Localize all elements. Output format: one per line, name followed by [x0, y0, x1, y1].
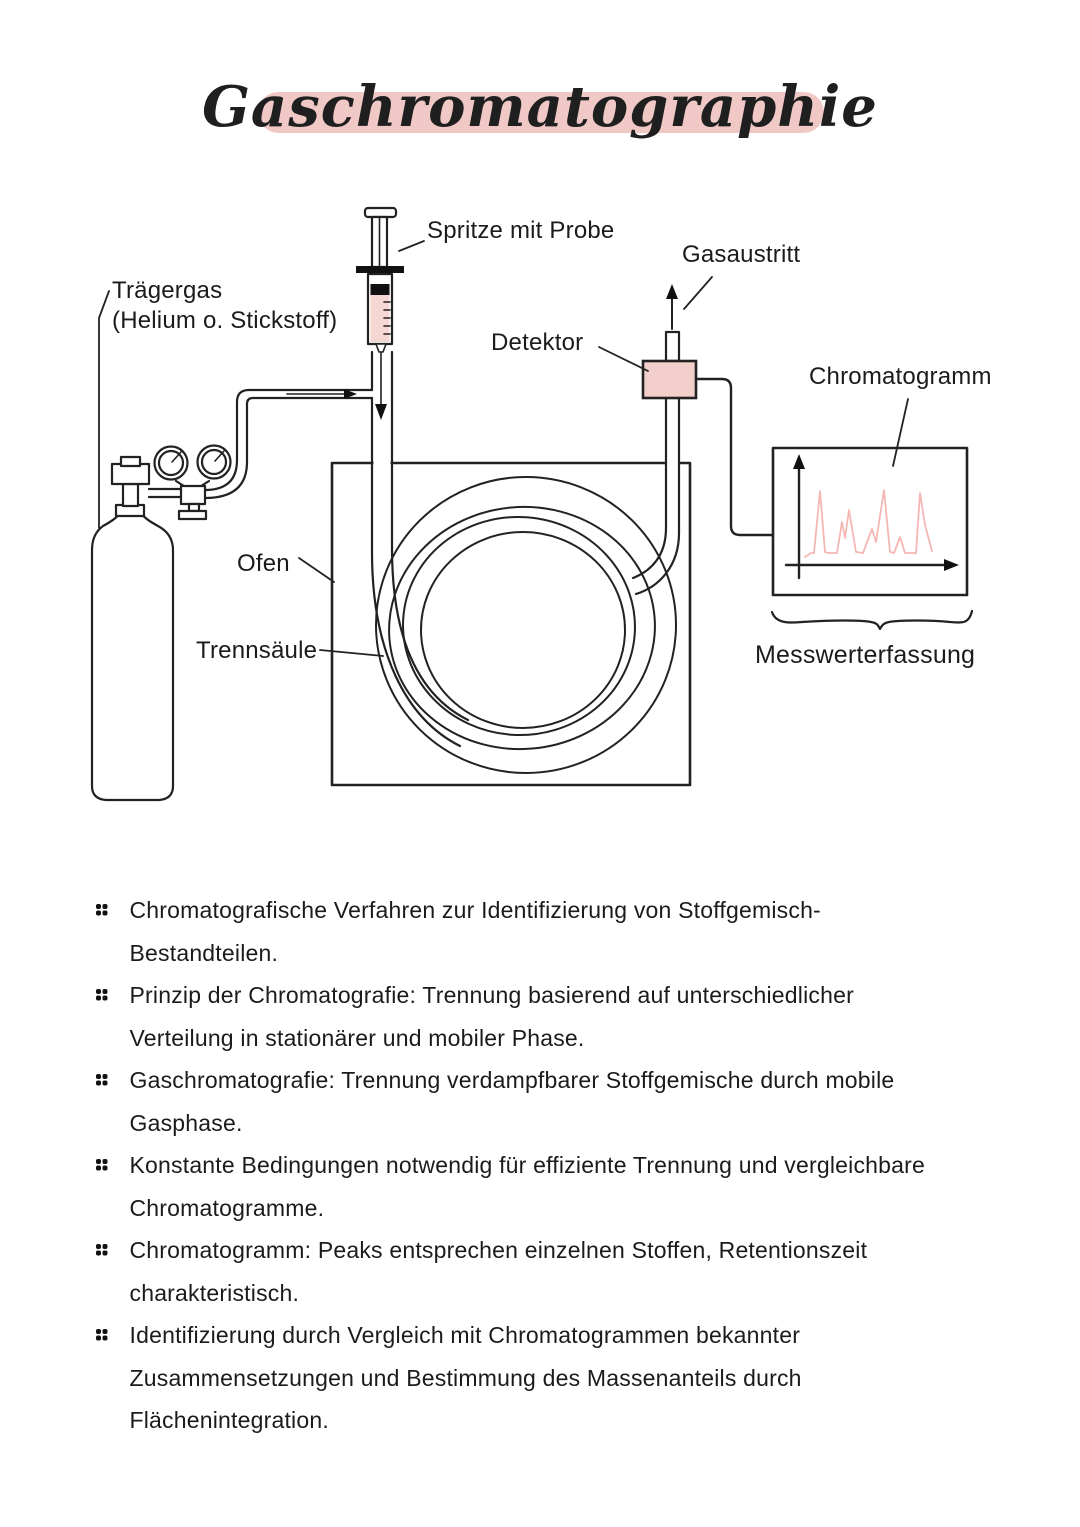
- callout-line-spritze: [398, 240, 425, 252]
- note-line: Chromatogramme.: [129, 1194, 325, 1221]
- label-traegergas-line1: Trägergas: [112, 277, 223, 304]
- list-item: Gaschromatografie: Trennung verdampfbare…: [0, 1059, 1000, 1144]
- syringe: [356, 206, 404, 363]
- label-chromatogramm: Chromatogramm: [809, 363, 992, 390]
- note-line: Identifizierung durch Vergleich mit Chro…: [129, 1322, 801, 1348]
- list-item: Chromatografische Verfahren zur Identifi…: [0, 889, 1000, 974]
- separation-column-coil: [375, 476, 677, 774]
- list-item: Prinzip der Chromatografie: Trennung bas…: [0, 974, 1000, 1059]
- syringe-flange: [356, 266, 404, 273]
- four-dot-bullet-icon: [96, 1329, 101, 1334]
- chromatogram-box: [771, 446, 969, 597]
- notes-list: Chromatografische Verfahren zur Identifi…: [0, 889, 1000, 1442]
- sample-flow-arrow: [375, 361, 387, 420]
- chromatogram-peaks: [804, 489, 933, 558]
- note-line: Gasphase.: [129, 1109, 243, 1136]
- oven-edge-gap: [667, 459, 678, 468]
- note-line: Flächenintegration.: [129, 1407, 329, 1433]
- oven-box: [330, 461, 692, 787]
- note-line: Prinzip der Chromatografie: Trennung bas…: [129, 982, 854, 1008]
- callout-line-trennsaeule: [319, 649, 384, 657]
- gas-flow-arrow: [286, 389, 357, 399]
- carrier-gas-pipe: [203, 388, 374, 500]
- four-dot-bullet-icon: [96, 1244, 101, 1249]
- label-detektor: Detektor: [491, 329, 584, 356]
- recorder-wire: [694, 377, 775, 537]
- title-highlight-pill: [258, 92, 824, 133]
- detector-box: [641, 359, 698, 400]
- label-traegergas: Trägergas (Helium o. Stickstoff): [112, 276, 337, 336]
- gas-outlet-tube: [664, 330, 681, 363]
- injection-tube: [370, 350, 470, 748]
- y-axis: [793, 454, 805, 580]
- list-item: Konstante Bedingungen notwendig für effi…: [0, 1144, 1000, 1229]
- note-line: Chromatogramm: Peaks entsprechen einzeln…: [129, 1237, 868, 1263]
- label-traegergas-line2: (Helium o. Stickstoff): [112, 307, 338, 334]
- gas-cylinder: [90, 455, 175, 802]
- syringe-sample-liquid: [370, 295, 390, 342]
- pressure-gauge-icon: [196, 444, 232, 480]
- note-line: Bestandteilen.: [129, 939, 279, 966]
- syringe-plunger-seal: [370, 284, 390, 295]
- list-item: Identifizierung durch Vergleich mit Chro…: [0, 1314, 1000, 1442]
- callout-line-chromatogramm: [892, 398, 909, 467]
- four-dot-bullet-icon: [96, 904, 101, 909]
- label-gasaustritt: Gasaustritt: [682, 241, 801, 268]
- callout-line-traegergas: [98, 290, 110, 529]
- note-line: Zusammensetzungen und Bestimmung des Mas…: [129, 1364, 802, 1391]
- page-title: Gaschromatographie: [202, 74, 878, 140]
- four-dot-bullet-icon: [96, 989, 101, 994]
- oven-edge-gap: [373, 459, 391, 468]
- underbrace: [770, 609, 974, 631]
- note-line: charakteristisch.: [129, 1279, 300, 1306]
- callout-line-detektor: [598, 346, 649, 372]
- label-ofen: Ofen: [237, 550, 290, 577]
- label-messwerterfassung: Messwerterfassung: [755, 641, 976, 669]
- four-dot-bullet-icon: [96, 1159, 101, 1164]
- gas-chromatography-diagram: [90, 92, 974, 802]
- list-item: Chromatogramm: Peaks entsprechen einzeln…: [0, 1229, 1000, 1314]
- pressure-regulator: [147, 444, 232, 521]
- label-trennsaeule: Trennsäule: [196, 637, 318, 664]
- note-line: Verteilung in stationärer und mobiler Ph…: [129, 1024, 585, 1051]
- note-line: Chromatografische Verfahren zur Identifi…: [129, 897, 821, 923]
- pressure-gauge-icon: [153, 445, 189, 481]
- callout-lines: [98, 240, 909, 657]
- note-line: Konstante Bedingungen notwendig für effi…: [129, 1152, 925, 1178]
- callout-line-ofen: [298, 557, 335, 583]
- gas-outlet-arrow: [666, 284, 678, 330]
- four-dot-bullet-icon: [96, 1074, 101, 1079]
- note-line: Gaschromatografie: Trennung verdampfbare…: [129, 1067, 895, 1093]
- label-spritze: Spritze mit Probe: [427, 217, 615, 244]
- x-axis: [784, 559, 959, 571]
- callout-line-gasaustritt: [683, 276, 713, 310]
